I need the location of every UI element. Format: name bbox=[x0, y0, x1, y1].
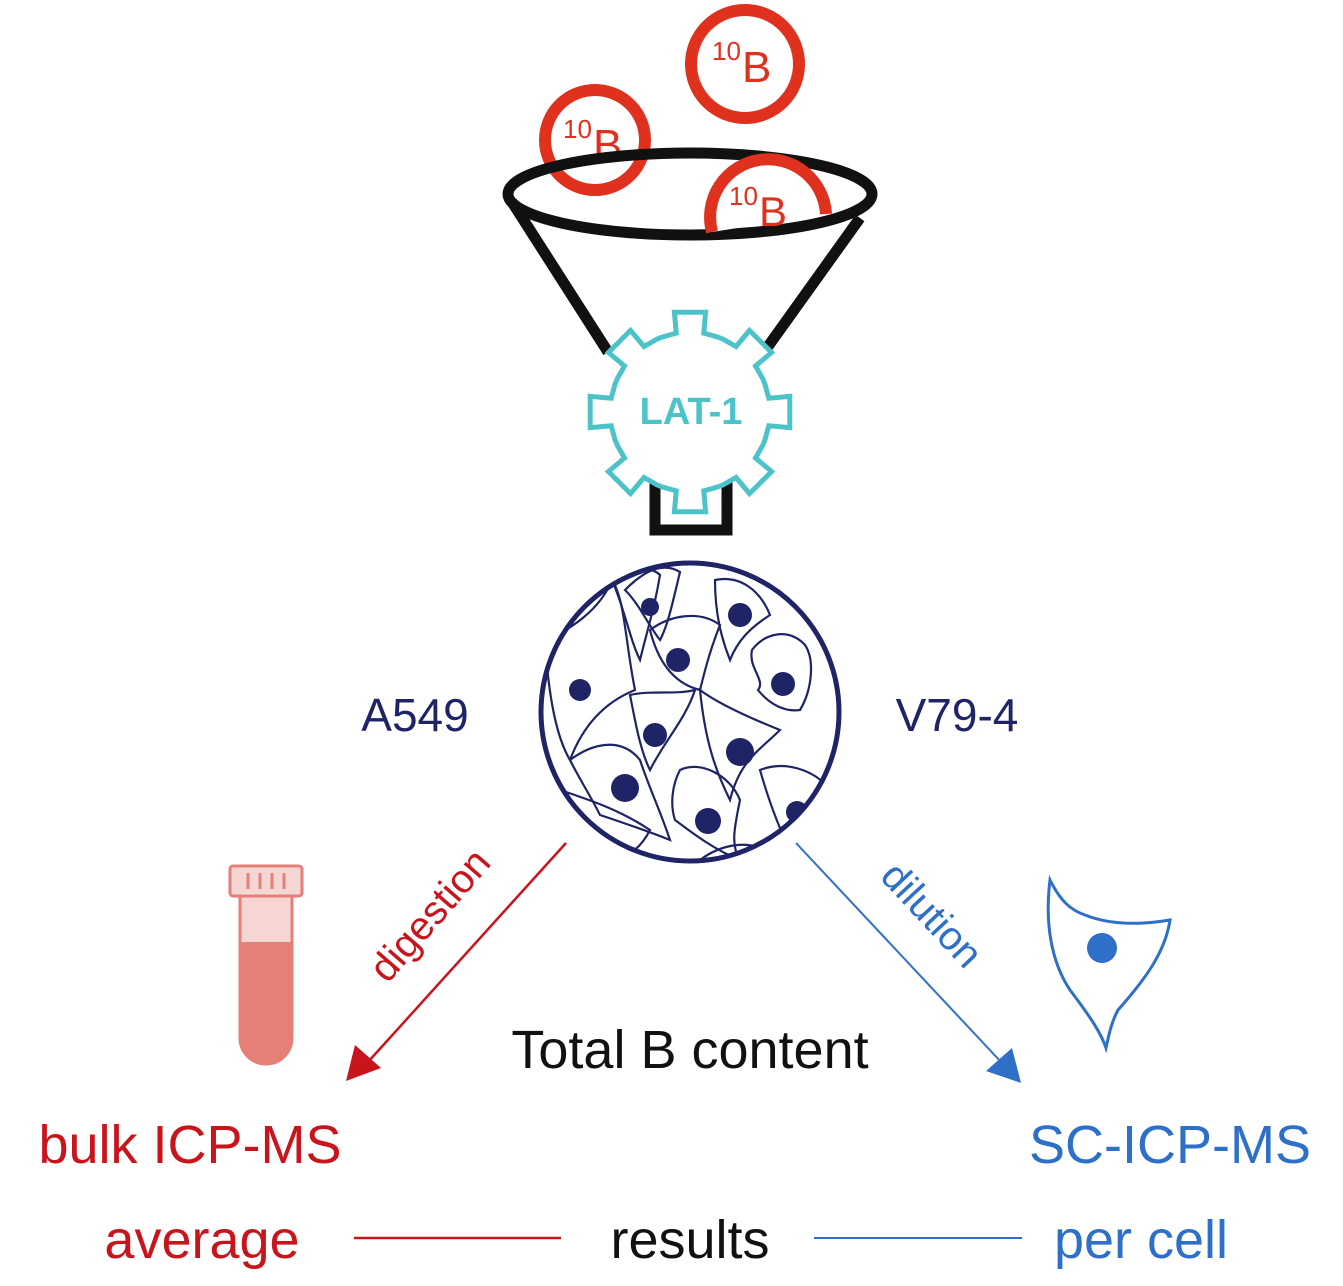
single-cell-icon bbox=[1046, 874, 1172, 1054]
cell-line-right-label: V79-4 bbox=[896, 689, 1019, 741]
sc-icp-ms-label: SC-ICP-MS bbox=[1029, 1115, 1311, 1175]
cell-line-left-label: A549 bbox=[361, 689, 468, 741]
total-b-content-label: Total B content bbox=[511, 1020, 868, 1080]
svg-text:B: B bbox=[742, 43, 771, 92]
funnel bbox=[502, 147, 878, 536]
boron-particle-funnel: 10 B bbox=[704, 153, 832, 235]
dilution-arrow bbox=[795, 842, 1021, 1083]
test-tube-icon bbox=[228, 864, 304, 1066]
boron-particle-top: 10 B bbox=[685, 4, 805, 124]
svg-text:10: 10 bbox=[712, 36, 741, 66]
digestion-label: digestion bbox=[361, 841, 499, 991]
average-label: average bbox=[104, 1210, 299, 1270]
lat1-transporter-gear: LAT-1 bbox=[587, 309, 793, 515]
svg-text:10: 10 bbox=[563, 114, 592, 144]
dilution-label: dilution bbox=[872, 854, 991, 977]
cell-culture-circle bbox=[538, 560, 842, 864]
digestion-arrow bbox=[346, 842, 567, 1081]
svg-text:B: B bbox=[759, 188, 787, 235]
svg-text:10: 10 bbox=[729, 181, 758, 211]
lat1-label: LAT-1 bbox=[640, 391, 743, 433]
results-label: results bbox=[610, 1210, 769, 1270]
per-cell-label: per cell bbox=[1054, 1210, 1228, 1270]
boron-particle-left: 10 B bbox=[539, 84, 651, 196]
bulk-icp-ms-label: bulk ICP-MS bbox=[38, 1115, 341, 1175]
